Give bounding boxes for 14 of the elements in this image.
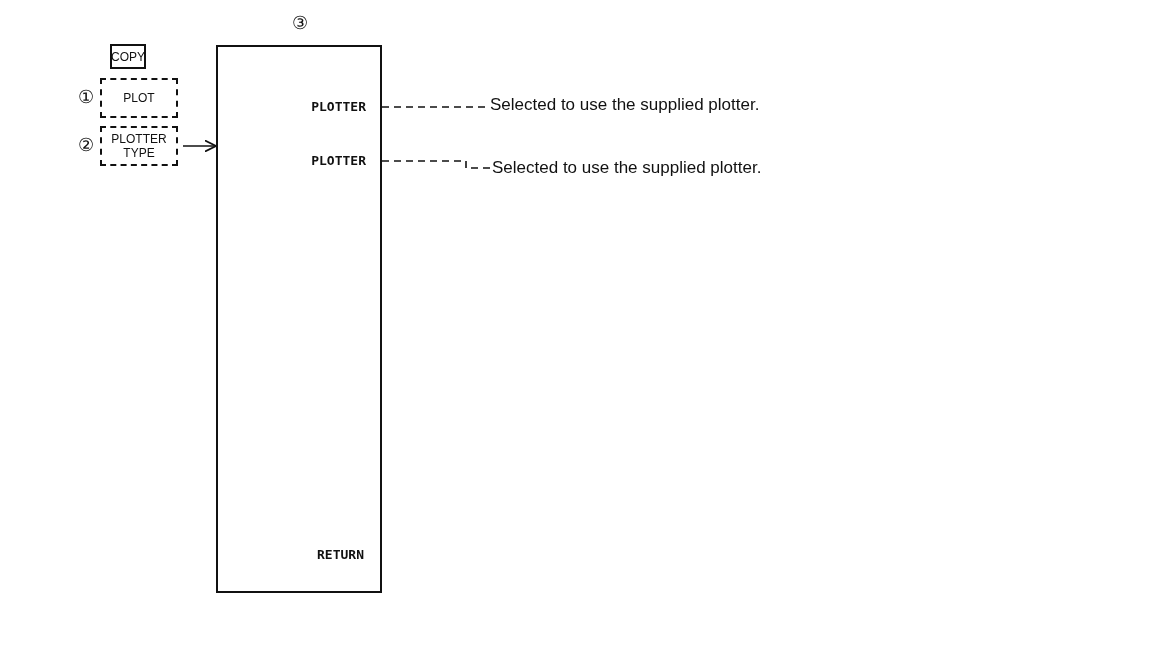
leader-line	[381, 160, 493, 169]
callout-number: ①	[78, 86, 94, 108]
menu-item: PLOTTER	[258, 89, 382, 125]
menu-item: RETURN	[317, 547, 364, 562]
menu-panel	[216, 45, 382, 593]
callout-number: ②	[78, 134, 94, 156]
description-text: Selected to use the supplied plotter.	[490, 94, 910, 116]
menu-item: PLOTTER	[258, 143, 382, 179]
softkey-box: PLOT	[100, 78, 178, 118]
callout-number: ③	[292, 12, 308, 34]
arrow	[182, 139, 217, 153]
description-text: Selected to use the supplied plotter.	[492, 157, 912, 179]
softkey-box: COPY	[110, 44, 146, 69]
softkey-box: PLOTTER TYPE	[100, 126, 178, 166]
